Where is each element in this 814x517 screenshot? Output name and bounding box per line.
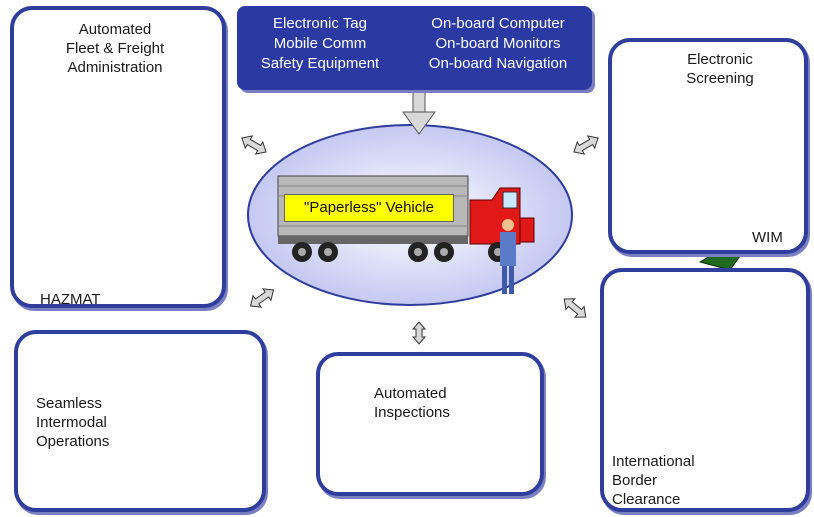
equipment-left-list: Electronic Tag Mobile Comm Safety Equipm…: [245, 14, 395, 74]
fleet-freight-title: Automated Fleet & Freight Administration: [30, 20, 200, 77]
inspections-title: Automated Inspections: [374, 384, 484, 422]
equipment-item: Safety Equipment: [260, 55, 380, 72]
screening-title: Electronic Screening: [660, 50, 780, 88]
fleet-freight-panel: [10, 6, 226, 308]
intermodal-panel: [14, 330, 266, 512]
title-line: Border: [612, 472, 658, 489]
title-line: Clearance: [612, 491, 681, 508]
double-arrow-vertical-icon: [411, 321, 427, 345]
title-line: Automated: [374, 385, 447, 402]
double-arrow-left-bottom-icon: [249, 288, 275, 308]
title-line: Intermodal: [36, 414, 107, 431]
screening-panel: [608, 38, 808, 254]
title-line: Fleet & Freight: [65, 40, 165, 57]
onboard-equipment-box: Electronic Tag Mobile Comm Safety Equipm…: [237, 6, 592, 90]
wim-label: WIM: [752, 229, 783, 246]
vehicle-label: "Paperless" Vehicle: [284, 194, 454, 222]
double-arrow-left-top-icon: [241, 135, 267, 155]
title-line: Automated: [78, 21, 152, 38]
title-line: International: [612, 453, 695, 470]
title-line: Electronic: [687, 51, 753, 68]
title-line: Inspections: [374, 404, 450, 421]
double-arrow-right-bottom-icon: [563, 298, 587, 318]
intermodal-title: Seamless Intermodal Operations: [36, 394, 146, 451]
equipment-right-list: On-board Computer On-board Monitors On-b…: [409, 14, 587, 74]
equipment-item: On-board Navigation: [428, 55, 568, 72]
inspections-panel: [316, 352, 544, 496]
down-arrow-icon: [402, 89, 436, 135]
border-clearance-panel: [600, 268, 810, 512]
title-line: Seamless: [36, 395, 102, 412]
double-arrow-right-top-icon: [573, 135, 599, 155]
equipment-item: On-board Monitors: [435, 35, 561, 52]
hazmat-label: HAZMAT: [40, 291, 101, 308]
equipment-item: Mobile Comm: [273, 35, 367, 52]
border-clearance-title: International Border Clearance: [612, 452, 722, 509]
equipment-item: Electronic Tag: [273, 15, 367, 32]
title-line: Screening: [686, 70, 754, 87]
equipment-item: On-board Computer: [431, 15, 565, 32]
title-line: Administration: [67, 59, 163, 76]
title-line: Operations: [36, 433, 110, 450]
